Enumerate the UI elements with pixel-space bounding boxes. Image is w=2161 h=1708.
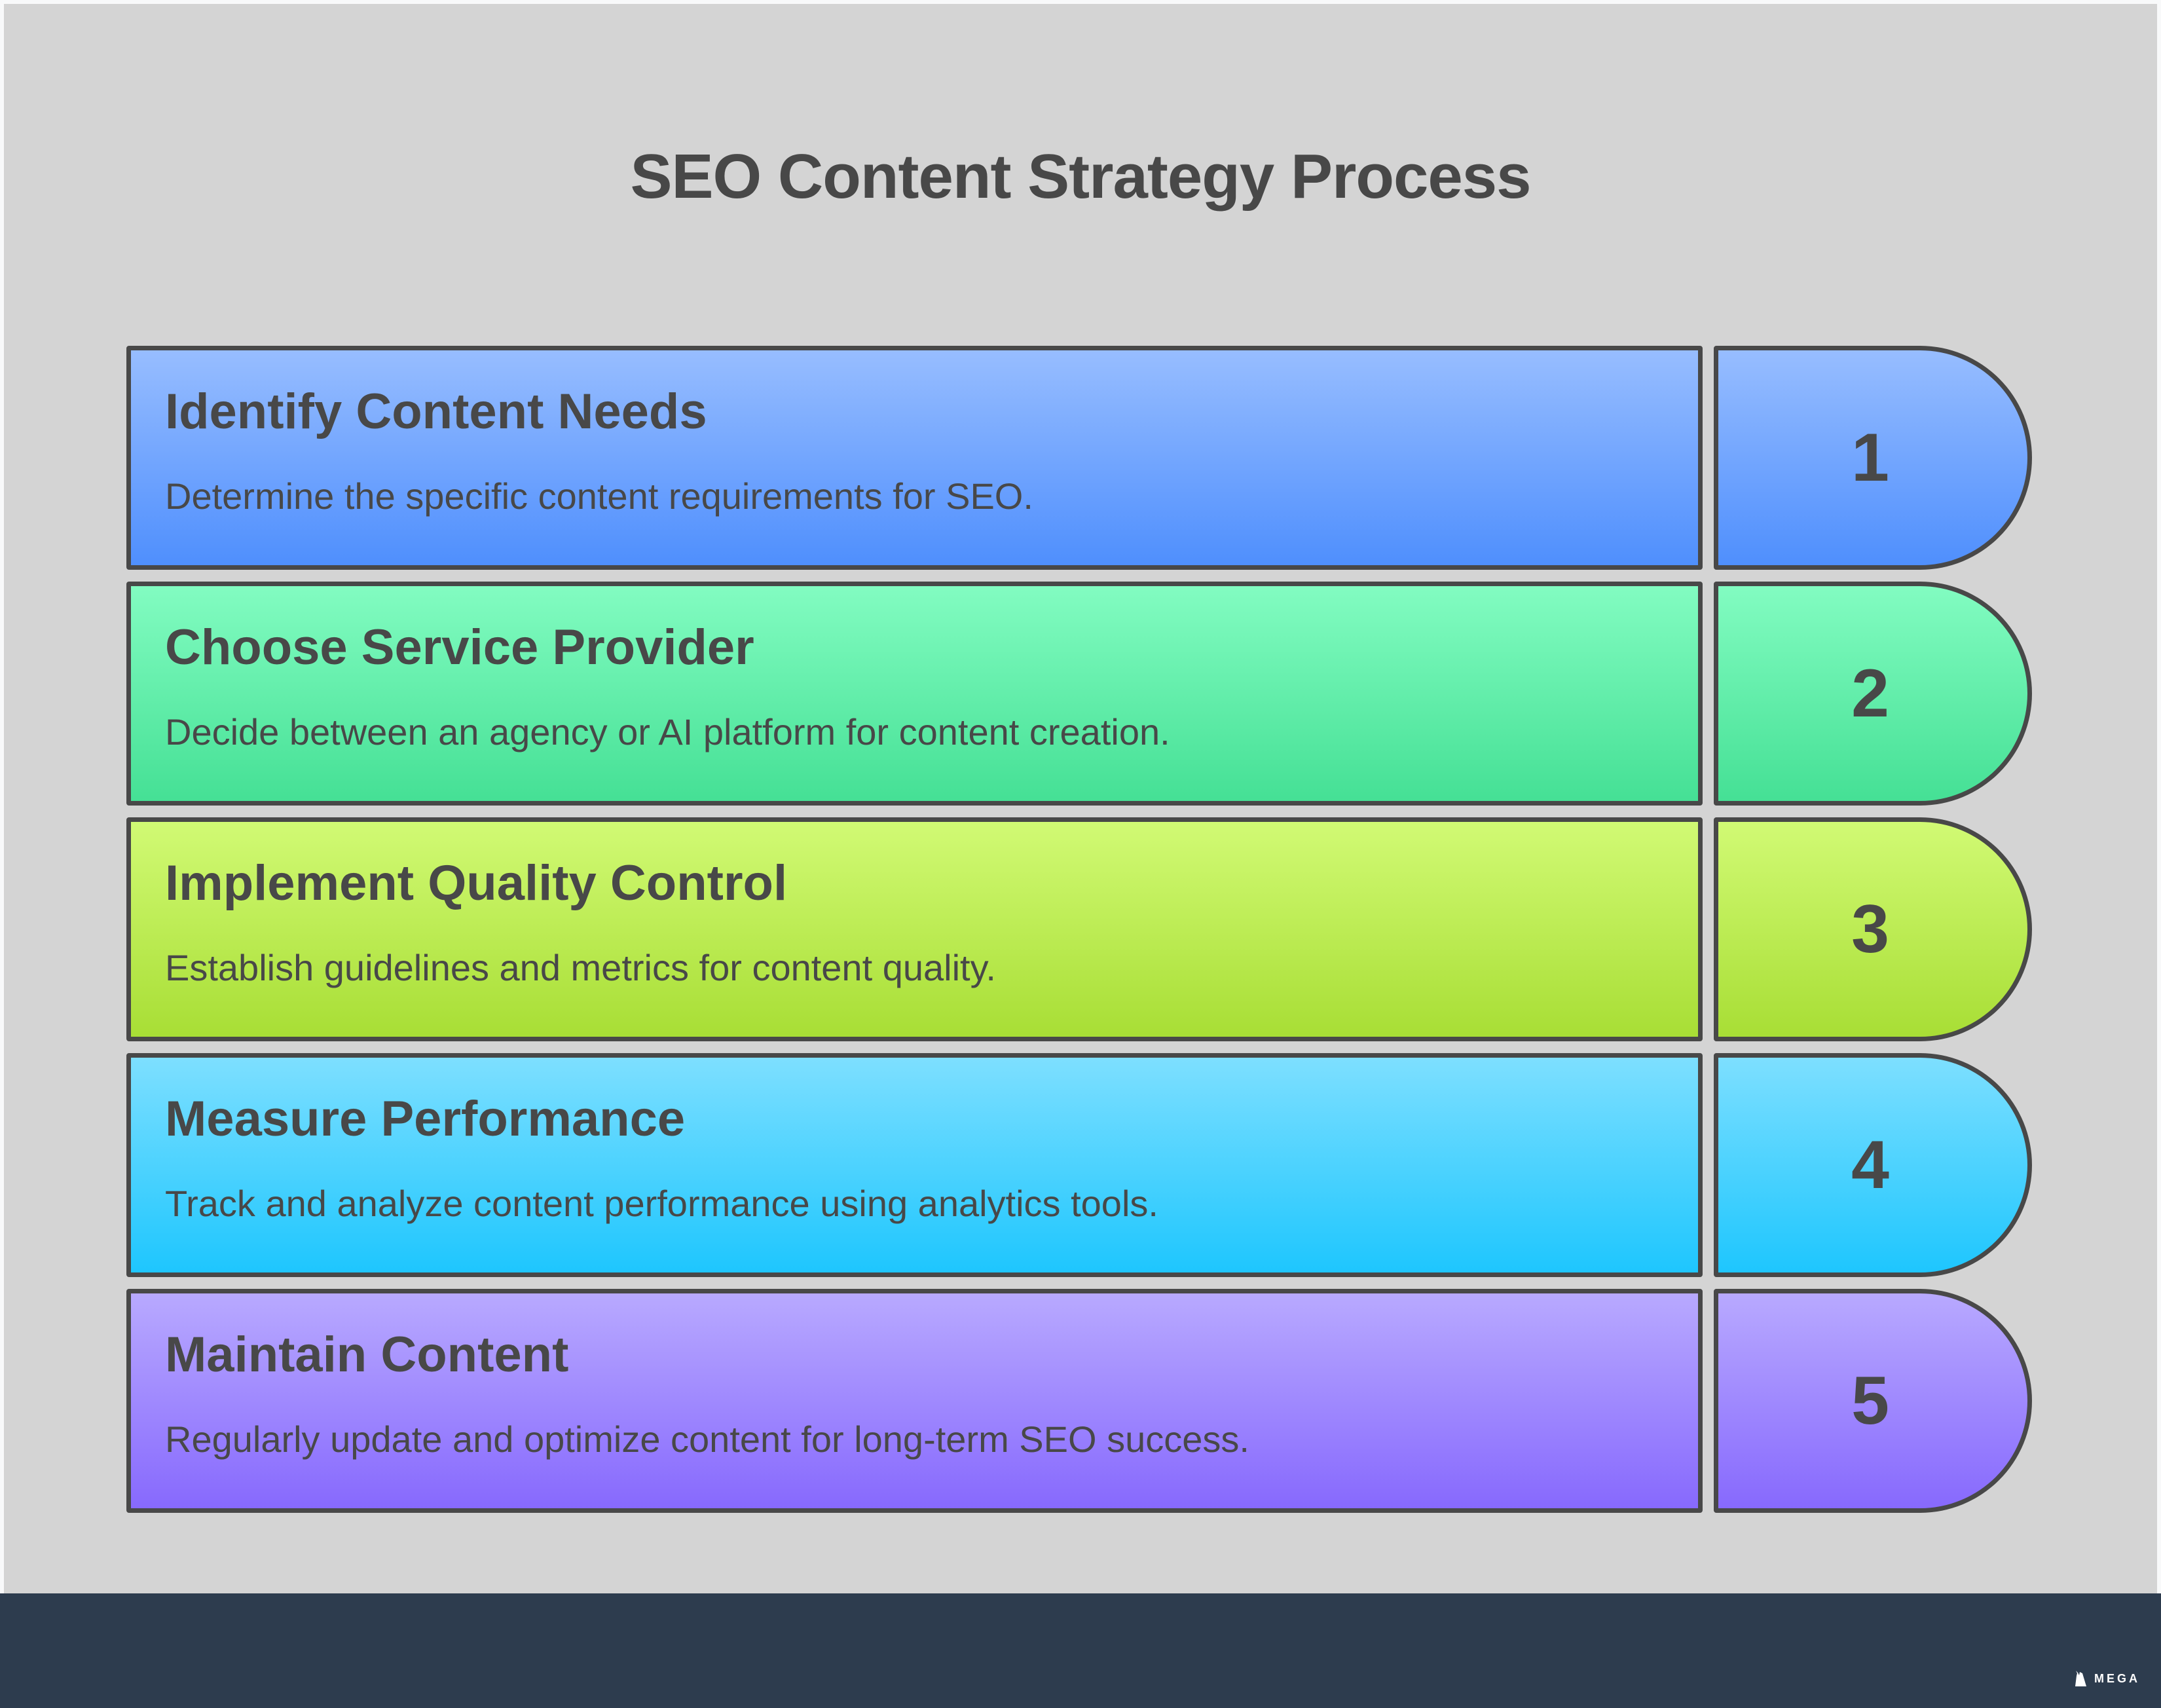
step-number: 1 <box>1851 419 1889 496</box>
step-number: 4 <box>1851 1126 1889 1203</box>
step-number: 5 <box>1851 1362 1889 1439</box>
step-description: Decide between an agency or AI platform … <box>165 711 1170 752</box>
step-number-tab: 5 <box>1714 1289 2032 1513</box>
step-heading: Measure Performance <box>165 1091 686 1147</box>
step-box: Measure Performance Track and analyze co… <box>126 1053 1703 1277</box>
step-heading: Maintain Content <box>165 1327 569 1383</box>
step-row: Choose Service Provider Decide between a… <box>126 582 2032 806</box>
step-row: Implement Quality Control Establish guid… <box>126 817 2032 1041</box>
step-box: Implement Quality Control Establish guid… <box>126 817 1703 1041</box>
wizard-icon <box>2075 1671 2086 1686</box>
step-heading: Identify Content Needs <box>165 384 707 439</box>
step-row: Maintain Content Regularly update and op… <box>126 1289 2032 1513</box>
step-number-tab: 1 <box>1714 346 2032 570</box>
footer-bar: MEGA <box>0 1593 2161 1708</box>
brand-logo: MEGA <box>2073 1669 2140 1688</box>
step-box: Choose Service Provider Decide between a… <box>126 582 1703 806</box>
step-number-tab: 4 <box>1714 1053 2032 1277</box>
step-number: 3 <box>1851 891 1889 967</box>
step-number-tab: 2 <box>1714 582 2032 806</box>
step-box: Maintain Content Regularly update and op… <box>126 1289 1703 1513</box>
step-heading: Implement Quality Control <box>165 855 788 911</box>
step-description: Establish guidelines and metrics for con… <box>165 947 996 988</box>
step-row: Measure Performance Track and analyze co… <box>126 1053 2032 1277</box>
step-box: Identify Content Needs Determine the spe… <box>126 346 1703 570</box>
step-row: Identify Content Needs Determine the spe… <box>126 346 2032 570</box>
step-description: Determine the specific content requireme… <box>165 475 1033 517</box>
step-description: Regularly update and optimize content fo… <box>165 1419 1249 1460</box>
step-number-tab: 3 <box>1714 817 2032 1041</box>
page-title: SEO Content Strategy Process <box>630 141 1531 212</box>
step-heading: Choose Service Provider <box>165 620 754 675</box>
step-number: 2 <box>1851 655 1889 732</box>
brand-name: MEGA <box>2094 1671 2140 1685</box>
step-description: Track and analyze content performance us… <box>165 1183 1158 1224</box>
